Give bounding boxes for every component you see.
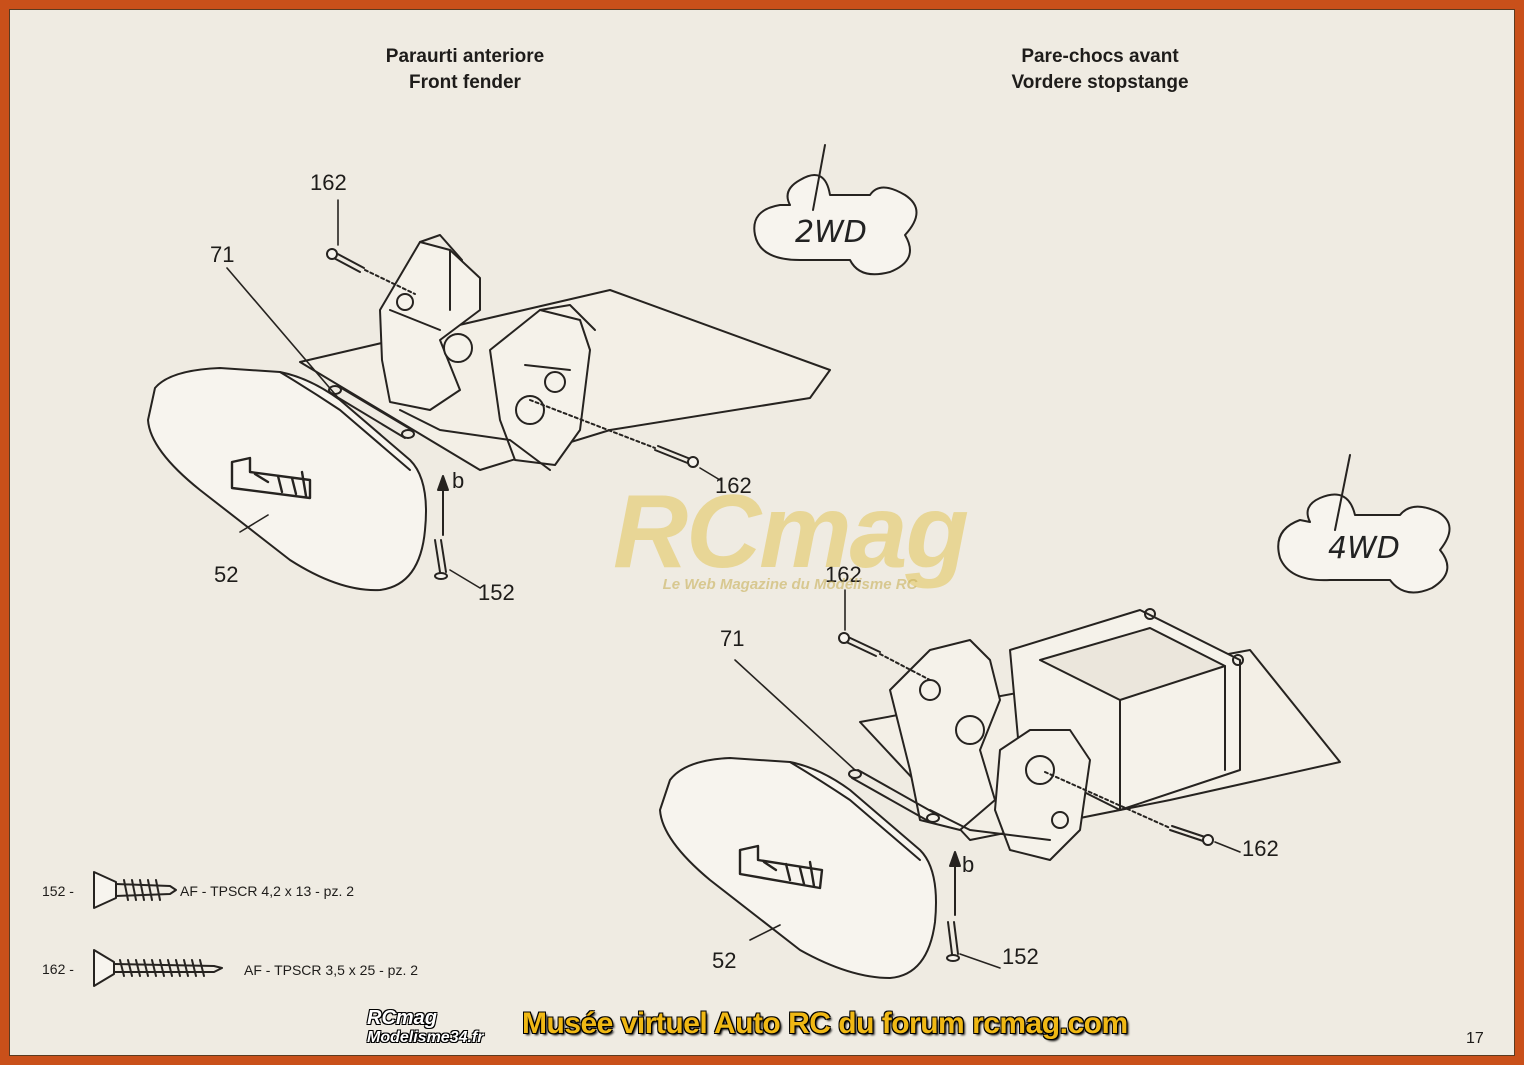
legend-row-152: 152 - AF - TPSCR 4,2 x 13 - pz. 2: [10, 880, 430, 904]
bottom-bulkhead-right: [994, 729, 1091, 861]
top-fender-logo: [230, 456, 312, 500]
label-top-152: 152: [478, 580, 515, 605]
badge-2wd-text: 2WD: [795, 215, 867, 250]
label-top-71: 71: [210, 242, 234, 267]
footer-logo: RCmag Modelisme34.fr: [367, 1007, 527, 1053]
legend-desc: AF - TPSCR 4,2 x 13 - pz. 2: [180, 883, 355, 899]
badge-4wd: [1277, 454, 1451, 594]
label-bottom-52: 52: [712, 948, 736, 973]
header-german: Vordere stopstange: [1011, 72, 1189, 93]
footer-caption: Musée virtuel Auto RC du forum rcmag.com: [522, 1007, 1128, 1040]
label-bottom-162-upper: 162: [825, 562, 862, 587]
top-screw-162-upper: [326, 248, 365, 273]
manual-page: Paraurti anteriore Front fender Pare-cho…: [9, 9, 1515, 1056]
label-top-52: 52: [214, 562, 238, 587]
footer-banner: RCmag Modelisme34.fr Musée virtuel Auto …: [10, 1005, 1514, 1055]
legend-num: 162 -: [42, 961, 74, 977]
legend-desc: AF - TPSCR 3,5 x 25 - pz. 2: [244, 962, 419, 978]
bottom-assembly: [659, 589, 1341, 979]
header-english: Front fender: [409, 72, 521, 93]
bottom-screw-162-lower: [1169, 825, 1214, 846]
badge-4wd-text: 4WD: [1328, 531, 1400, 566]
header-french: Pare-chocs avant: [1021, 46, 1179, 67]
header-left: Paraurti anteriore Front fender: [340, 44, 590, 96]
bottom-screw-152: [946, 921, 960, 962]
label-top-162-upper: 162: [310, 170, 347, 195]
header-italian: Paraurti anteriore: [385, 46, 545, 67]
top-bulkhead-right: [489, 309, 591, 466]
top-assembly: [147, 199, 831, 592]
bottom-fender-logo: [738, 844, 824, 890]
label-bottom-162-lower: 162: [1242, 836, 1279, 861]
legend-num: 152 -: [42, 883, 74, 899]
legend-screw-152-icon: [93, 871, 177, 909]
page-number: 17: [1466, 1030, 1484, 1047]
label-bottom-152: 152: [1002, 944, 1039, 969]
label-bottom-b: b: [962, 852, 974, 877]
header-right: Pare-chocs avant Vordere stopstange: [960, 44, 1240, 96]
assembly-diagram: 2WD 4WD 162 71 162 b 52 152 162 71 162 b…: [93, 144, 1451, 987]
bottom-screw-162-upper: [838, 632, 881, 657]
badge-2wd: [753, 144, 918, 276]
label-top-162-lower: 162: [715, 473, 752, 498]
footer-logo-rcmag: RCmag: [367, 1007, 438, 1029]
top-pin-71: [331, 385, 413, 439]
footer-logo-modelisme: Modelisme34.fr: [367, 1029, 484, 1046]
top-screw-162-lower: [654, 445, 699, 468]
bottom-pin-71: [851, 769, 937, 823]
legend-screw-162-icon: [93, 949, 223, 987]
label-bottom-71: 71: [720, 626, 744, 651]
label-top-b: b: [452, 468, 464, 493]
legend-row-162: 162 - AF - TPSCR 3,5 x 25 - pz. 2: [10, 958, 490, 982]
top-screw-152: [434, 539, 448, 580]
